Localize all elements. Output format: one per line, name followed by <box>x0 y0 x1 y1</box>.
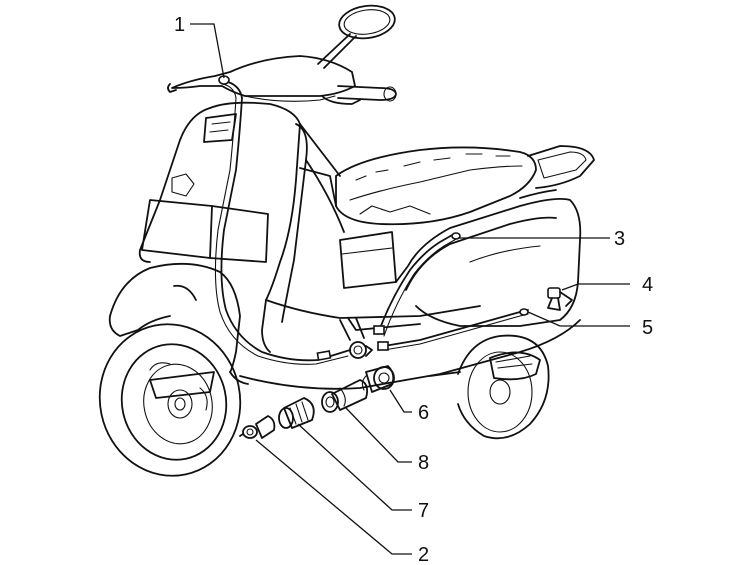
leader-5 <box>527 311 630 327</box>
leader-7 <box>297 423 412 511</box>
mirror <box>317 4 396 69</box>
callout-7: 7 <box>418 500 429 522</box>
rear-wheel <box>429 334 550 440</box>
part-7-nut <box>278 397 315 429</box>
rear-body <box>299 123 582 327</box>
front-wheel <box>98 262 242 477</box>
callout-1: 1 <box>174 14 185 36</box>
callout-5: 5 <box>642 317 653 339</box>
scooter-illustration <box>98 4 595 477</box>
part-5-cable <box>377 308 529 351</box>
callout-4: 4 <box>642 274 653 296</box>
handlebar <box>167 55 397 105</box>
callouts: 1 3 4 5 6 8 7 2 <box>174 14 653 565</box>
callout-2: 2 <box>418 544 429 565</box>
callout-8: 8 <box>418 452 429 474</box>
leader-2 <box>255 439 412 555</box>
leader-lines <box>190 23 630 555</box>
part-1-cable <box>214 75 351 365</box>
part-3-cable <box>373 232 461 337</box>
parts <box>214 75 573 439</box>
callout-3: 3 <box>614 228 625 250</box>
leader-1 <box>190 23 225 79</box>
part-6-coupler <box>361 365 395 393</box>
leader-8 <box>345 407 412 463</box>
center-stand <box>339 317 365 341</box>
callout-6: 6 <box>418 402 429 424</box>
leader-4 <box>561 283 630 291</box>
leader-6 <box>389 389 412 413</box>
front-shield <box>138 101 308 353</box>
part-4-clamp <box>547 287 573 311</box>
seat <box>335 146 537 226</box>
part-2-fitting <box>239 415 276 439</box>
rear-rack <box>519 145 595 199</box>
part-8-sleeve <box>321 379 369 413</box>
grommet <box>349 341 373 359</box>
